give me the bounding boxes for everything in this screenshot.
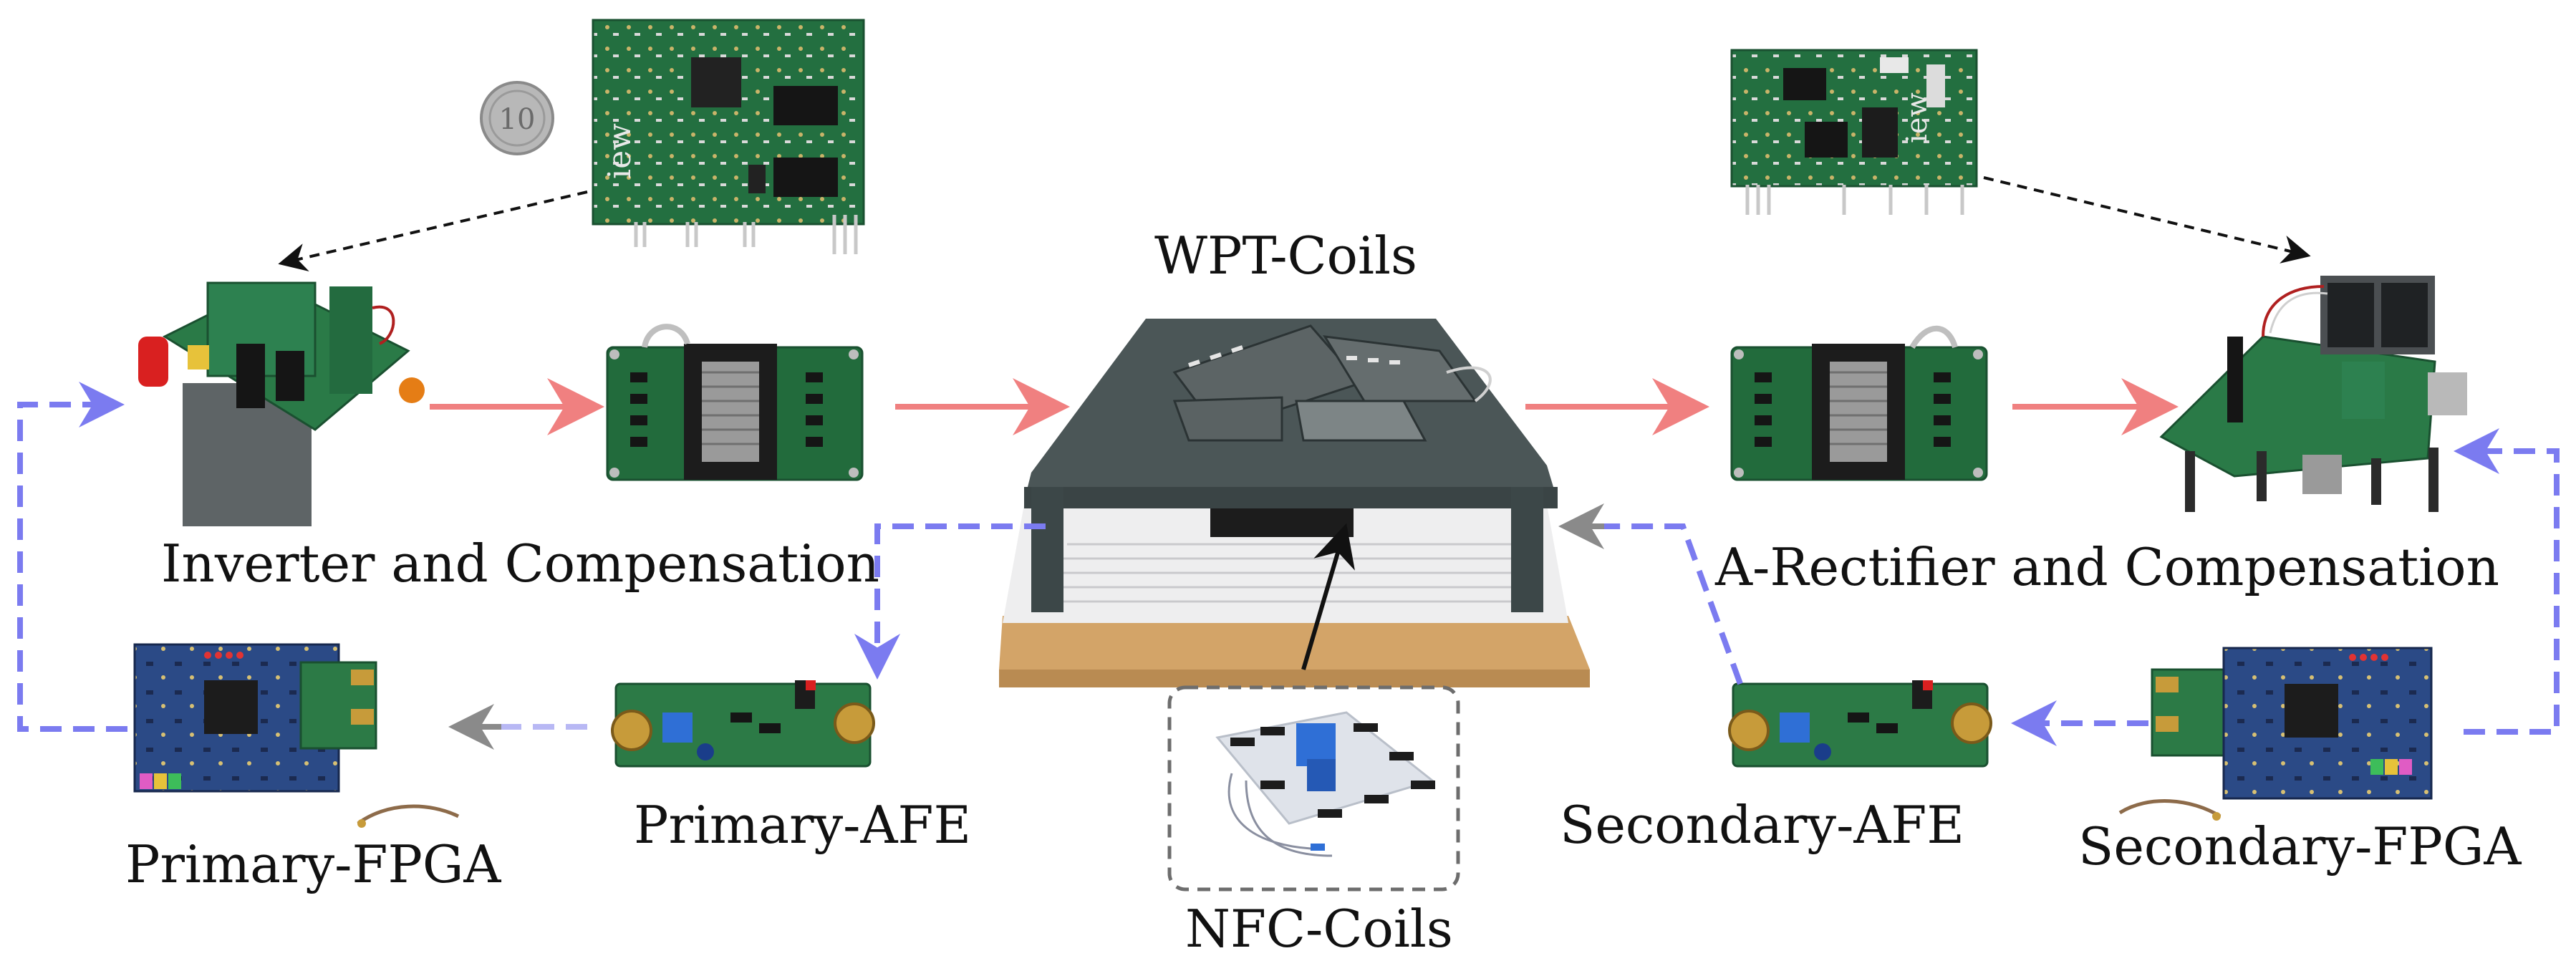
rectifier-driver-board-image: iew <box>1730 49 1978 215</box>
primary-afe-image <box>611 680 875 768</box>
rectifier-label: A-Rectifier and Compensation <box>1715 537 2499 597</box>
primary-fpga-label: Primary-FPGA <box>125 834 501 894</box>
secondary-afe-to-wpt-arrow <box>1579 523 1743 685</box>
coin-value: 10 <box>499 103 536 136</box>
nfc-coils-label: NFC-Coils <box>1185 899 1453 959</box>
wpt-coils-image <box>999 319 1590 687</box>
secondary-fpga-label: Secondary-FPGA <box>2078 816 2522 876</box>
secondary-fpga-image <box>2118 647 2433 821</box>
secondary-afe-image <box>1728 680 1992 768</box>
signal-arrows <box>17 382 2560 750</box>
primary-fpga-to-inverter-arrow <box>17 382 127 732</box>
secondary-compensation-board-image <box>1730 325 1988 481</box>
gate-driver-logo: iew <box>602 123 638 179</box>
secondary-fpga-to-rectifier-arrow <box>2454 428 2560 735</box>
primary-compensation-board-image <box>606 324 864 481</box>
gate-driver-callout-arrow <box>278 190 588 272</box>
wpt-to-primary-afe-arrow <box>854 523 1046 680</box>
coin-image: 10 <box>480 81 554 155</box>
nfc-to-wpt-arrow <box>1301 523 1355 670</box>
nfc-coils-inset <box>1167 685 1460 892</box>
secondary-afe-label: Secondary-AFE <box>1560 795 1964 855</box>
inverter-image <box>138 281 425 526</box>
inverter-label: Inverter and Compensation <box>161 533 879 594</box>
active-rectifier-image <box>2159 276 2467 512</box>
gate-driver-board-image: iew <box>592 19 865 254</box>
rectifier-driver-logo: iew <box>1901 92 1934 143</box>
primary-afe-label: Primary-AFE <box>634 795 972 855</box>
rectifier-driver-callout-arrow <box>1983 176 2311 264</box>
primary-fpga-image <box>133 643 460 828</box>
wpt-coils-label: WPT-Coils <box>1154 226 1417 286</box>
